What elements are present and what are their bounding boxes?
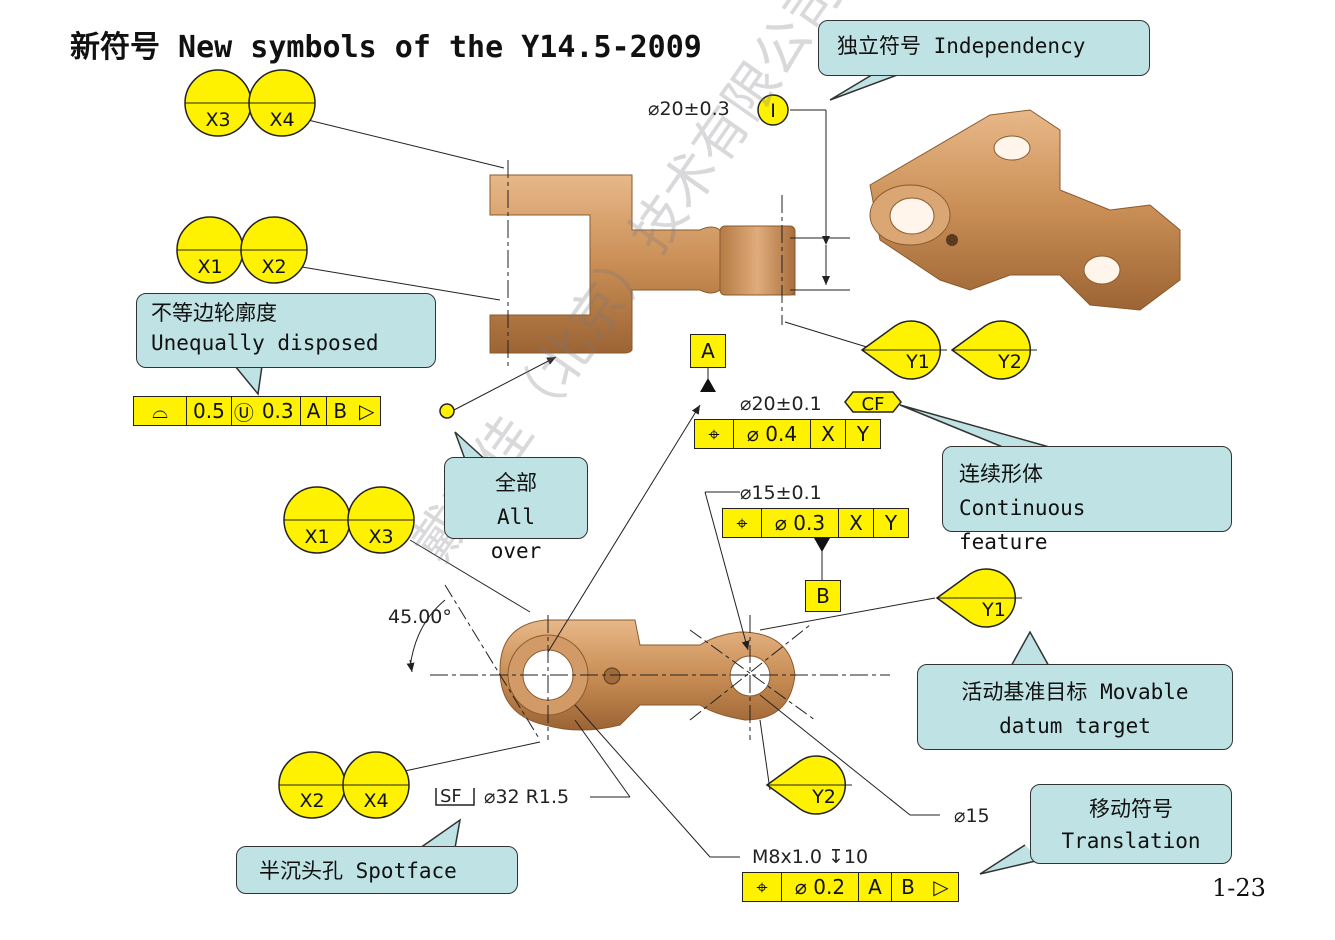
callout-independency: 独立符号 Independency — [818, 20, 1150, 76]
fcf-position-m8: ⌖ ⌀ 0.2 A B ▷ — [742, 872, 959, 902]
callout-line: 独立符号 Independency — [837, 34, 1086, 58]
callout-unequally-disposed: 不等边轮廓度 Unequally disposed — [136, 293, 436, 368]
dim-dia15-plain: ⌀15 — [954, 805, 990, 827]
balloon-label: X1 — [304, 526, 329, 548]
callout-line: Translation — [1061, 829, 1201, 853]
fcf-datum: B — [901, 875, 915, 899]
balloon-label: Y1 — [981, 599, 1006, 621]
dim-dia15: ⌀15±0.1 — [740, 482, 822, 504]
callout-line: All — [497, 505, 535, 529]
dim-spotface: ⌀32 R1.5 — [484, 786, 570, 808]
datum-b: B — [805, 580, 841, 612]
callout-all-over: 全部 All over — [444, 457, 588, 563]
balloon-label: X1 — [197, 256, 222, 278]
callout-line: over — [490, 539, 542, 563]
independency-symbol-circle — [757, 94, 789, 126]
fcf-value: ⌀ 0.4 — [734, 420, 811, 448]
unequally-pointer — [234, 365, 263, 396]
dim-spotface-symbol: SF — [440, 786, 462, 807]
callout-line: Continuous — [959, 496, 1086, 520]
position-symbol-icon: ⌖ — [723, 509, 762, 537]
callout-line: 半沉头孔 Spotface — [259, 859, 457, 883]
dim-thread: M8x1.0 ↧10 — [752, 846, 869, 868]
callout-line: feature — [959, 530, 1048, 554]
callout-movable-datum-target: 活动基准目标 Movable datum target — [917, 664, 1233, 750]
clevis-isometric-view — [869, 109, 1181, 311]
spotface-pointer — [419, 818, 462, 849]
callout-line: 移动符号 — [1089, 797, 1173, 821]
fcf-value: ⌀ 0.2 — [782, 873, 859, 901]
datum-a: A — [690, 334, 726, 368]
callout-line: 活动基准目标 Movable — [961, 680, 1189, 704]
balloon-label: X4 — [363, 790, 388, 812]
all-over-symbol — [439, 403, 455, 419]
profile-symbol-icon: ⌓ — [134, 397, 187, 425]
balloon-x3-x4-top: X3 X4 — [184, 69, 316, 137]
fcf-datum: A — [859, 873, 892, 901]
balloon-label: X2 — [299, 790, 324, 812]
balloon-label: X3 — [205, 109, 230, 131]
callout-line: 连续形体 — [959, 462, 1043, 486]
fcf-datum: X — [839, 509, 874, 537]
fcf-value: ⌀ 0.3 — [762, 509, 839, 537]
dim-dia20-independency: ⌀20±0.3 — [648, 98, 730, 120]
dim-angle: 45.00° — [388, 606, 452, 628]
callout-translation: 移动符号 Translation — [1030, 784, 1232, 864]
balloon-label: X2 — [261, 256, 286, 278]
fcf-position-cf: ⌖ ⌀ 0.4 X Y — [694, 419, 881, 449]
fcf-position-15: ⌖ ⌀ 0.3 X Y — [722, 508, 909, 538]
position-symbol-icon: ⌖ — [695, 420, 734, 448]
translation-pointer — [979, 844, 1041, 875]
cf-text: CF — [862, 394, 885, 415]
fcf-datum: A — [301, 397, 328, 425]
callout-continuous-feature: 连续形体 Continuous feature — [942, 446, 1232, 554]
unequal-symbol-icon: Ⓤ — [233, 400, 254, 425]
callout-spotface: 半沉头孔 Spotface — [236, 846, 518, 894]
page-number: 1-23 — [1212, 874, 1266, 902]
fcf-datum: Y — [856, 422, 870, 446]
movable-target-y1-y2-top: Y1 Y2 — [860, 320, 1037, 380]
clevis-front-view — [489, 174, 796, 354]
balloon-label: Y2 — [997, 351, 1022, 373]
callout-line: Unequally disposed — [151, 331, 379, 355]
independency-symbol-text: I — [770, 100, 776, 122]
movable-target-y1-right: Y1 — [935, 568, 1022, 628]
callout-line: 全部 — [495, 471, 537, 495]
balloon-label: Y2 — [811, 786, 836, 808]
balloon-x1-x3-low: X1 X3 — [283, 486, 415, 554]
page-title: 新符号 New symbols of the Y14.5-2009 — [70, 30, 702, 65]
spotface-bracket — [435, 788, 475, 806]
translation-symbol-icon: ▷ — [359, 399, 375, 423]
datum-a-triangle — [700, 378, 716, 392]
fcf-value: 0.5 — [187, 397, 232, 425]
dim-dia20-cf: ⌀20±0.1 — [740, 393, 822, 415]
fcf-datum: Y — [884, 511, 898, 535]
translation-symbol-icon: ▷ — [933, 875, 949, 899]
continuous-pointer — [899, 404, 1061, 451]
callout-line: datum target — [999, 714, 1151, 738]
position-symbol-icon: ⌖ — [743, 873, 782, 901]
independency-pointer — [829, 69, 901, 101]
balloon-label: X3 — [368, 526, 393, 548]
fcf-datum: X — [811, 420, 846, 448]
fcf-profile-unequal: ⌓ 0.5 Ⓤ 0.3 A B ▷ — [133, 396, 382, 426]
cf-hexagon — [844, 391, 902, 413]
balloon-x1-x2-mid: X1 X2 — [176, 216, 308, 284]
fcf-value: 0.3 — [256, 397, 301, 425]
fcf-datum: B — [333, 399, 348, 423]
movable-pointer — [1009, 630, 1051, 669]
balloon-x2-x4-bottom: X2 X4 — [278, 751, 410, 819]
movable-target-y2-bottom: Y2 — [765, 755, 852, 815]
callout-line: 不等边轮廓度 — [151, 301, 277, 325]
balloon-label: X4 — [269, 109, 294, 131]
datum-b-triangle — [814, 538, 830, 552]
all-over-pointer — [454, 431, 489, 463]
balloon-label: Y1 — [905, 351, 930, 373]
